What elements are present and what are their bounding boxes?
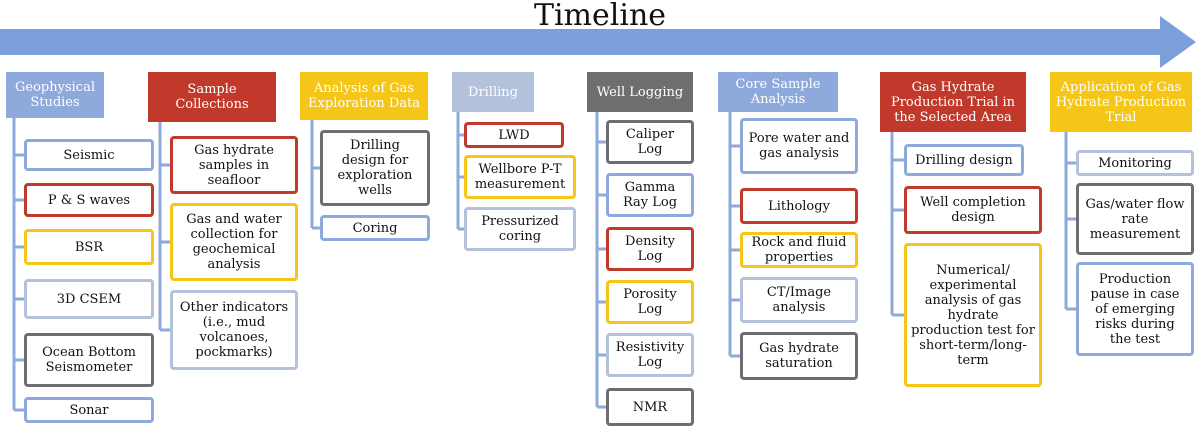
- item-production-pause: Production pause in case of emerging ris…: [1076, 262, 1194, 356]
- item-resistivity-log: Resistivity Log: [606, 333, 694, 377]
- header-application-production-trial: Application of Gas Hydrate Production Tr…: [1050, 72, 1192, 132]
- item-rock-fluid-properties: Rock and fluid properties: [740, 232, 858, 268]
- item-other-indicators: Other indicators (i.e., mud volcanoes, p…: [170, 290, 298, 370]
- item-ct-image-analysis: CT/Image analysis: [740, 277, 858, 323]
- header-analysis-gas-exploration: Analysis of Gas Exploration Data: [300, 72, 428, 120]
- item-3d-csem: 3D CSEM: [24, 279, 154, 319]
- item-numerical-experimental-analysis: Numerical/ experimental analysis of gas …: [904, 243, 1042, 387]
- item-seismic: Seismic: [24, 139, 154, 171]
- item-nmr: NMR: [606, 388, 694, 426]
- item-wellbore-pt: Wellbore P-T measurement: [464, 155, 576, 199]
- header-core-sample-analysis: Core Sample Analysis: [718, 72, 838, 112]
- item-caliper-log: Caliper Log: [606, 120, 694, 164]
- item-monitoring: Monitoring: [1076, 150, 1194, 176]
- item-gas-water-collection: Gas and water collection for geochemical…: [170, 203, 298, 281]
- item-p-s-waves: P & S waves: [24, 183, 154, 217]
- timeline-title: Timeline: [533, 0, 667, 33]
- item-gas-water-flow-rate: Gas/water flow rate measurement: [1076, 183, 1194, 255]
- item-pore-water-gas: Pore water and gas analysis: [740, 118, 858, 174]
- item-porosity-log: Porosity Log: [606, 280, 694, 324]
- item-sonar: Sonar: [24, 397, 154, 423]
- item-pressurized-coring: Pressurized coring: [464, 207, 576, 251]
- item-drilling-design: Drilling design: [904, 144, 1024, 176]
- header-well-logging: Well Logging: [587, 72, 693, 112]
- header-drilling: Drilling: [452, 72, 534, 112]
- item-density-log: Density Log: [606, 227, 694, 271]
- item-drilling-design-exploration: Drilling design for exploration wells: [320, 130, 430, 206]
- item-well-completion-design: Well completion design: [904, 186, 1042, 234]
- item-bsr: BSR: [24, 229, 154, 265]
- item-gamma-ray-log: Gamma Ray Log: [606, 173, 694, 217]
- item-gas-hydrate-samples: Gas hydrate samples in seafloor: [170, 136, 298, 194]
- header-production-trial: Gas Hydrate Production Trial in the Sele…: [880, 72, 1026, 132]
- item-lithology: Lithology: [740, 188, 858, 224]
- item-gas-hydrate-saturation: Gas hydrate saturation: [740, 332, 858, 380]
- item-ocean-bottom-seismometer: Ocean Bottom Seismometer: [24, 333, 154, 387]
- item-lwd: LWD: [464, 122, 564, 148]
- header-geophysical-studies: Geophysical Studies: [6, 72, 104, 118]
- header-sample-collections: Sample Collections: [148, 72, 276, 122]
- item-coring: Coring: [320, 215, 430, 241]
